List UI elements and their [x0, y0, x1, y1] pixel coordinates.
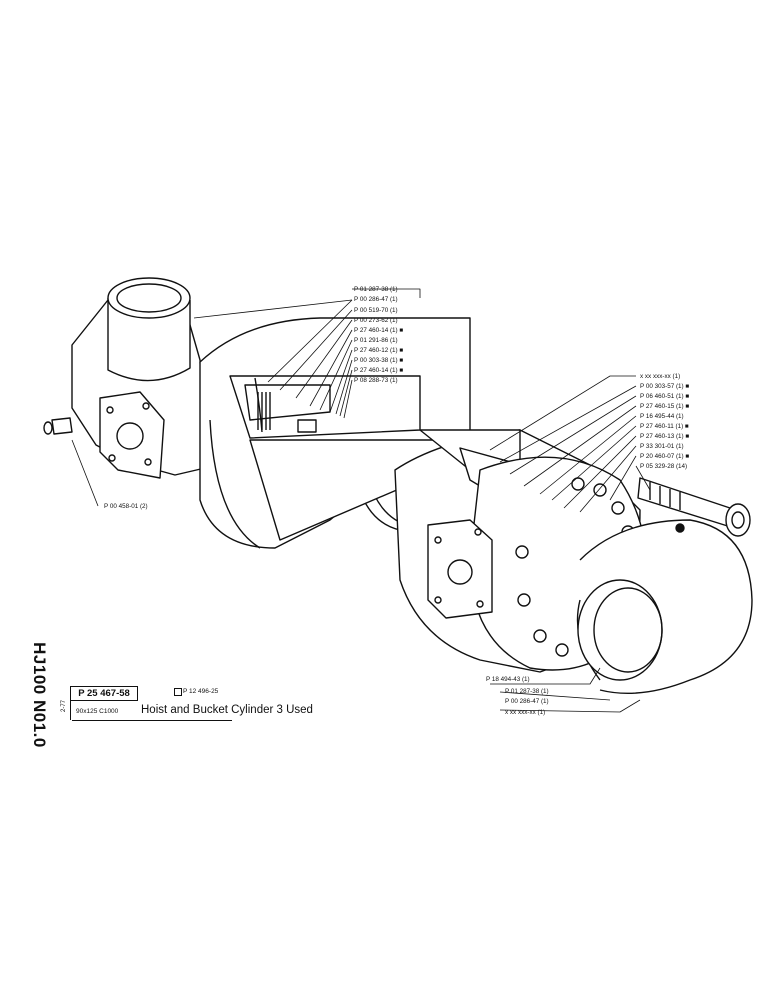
callouts-top: P 01 287-38 (1) P 00 286-47 (1) P 00 519…	[354, 286, 403, 384]
rear-port-tube	[107, 298, 191, 382]
rod-eye-bore	[577, 579, 663, 681]
callout-label: P 01 291-86 (1)	[354, 337, 398, 344]
callout-label: P 00 303-38 (1) ■	[354, 357, 403, 364]
callout-label: P 00 303-57 (1) ■	[640, 383, 689, 390]
callout-label: x xx xxx-xx (1)	[505, 709, 545, 716]
alt-part-number: P 12 496-25	[183, 688, 219, 695]
callout-label: P 33 301-01 (1)	[640, 443, 684, 450]
callout-label: P 16 495-44 (1)	[640, 413, 684, 420]
side-code: HJ100 N01.0	[28, 640, 50, 750]
grease-nipple	[51, 417, 73, 435]
callout-label: P 00 519-70 (1)	[354, 307, 398, 314]
callout-label: P 00 286-47 (1)	[354, 296, 398, 303]
revision: 2-77	[61, 699, 67, 712]
rear-flange	[99, 391, 165, 479]
part-number: P 25 467-58	[70, 686, 138, 701]
callout-label: P 27 460-14 (1) ■	[354, 327, 403, 334]
callout-label: P 05 329-28 (14)	[640, 463, 687, 470]
callout-label: x xx xxx-xx (1)	[640, 373, 680, 380]
title-divider	[70, 686, 71, 720]
side-code-text: HJ100 N01.0	[30, 642, 49, 748]
callout-label: P 06 460-51 (1) ■	[640, 393, 689, 400]
callout-label: P 18 494-43 (1)	[486, 676, 530, 683]
callout-label: P 27 460-12 (1) ■	[354, 347, 403, 354]
callout-label: P 00 286-47 (1)	[505, 698, 549, 705]
top-leaders	[193, 288, 421, 419]
callout-label: P 27 460-14 (1) ■	[354, 367, 403, 374]
spec: 90x125 C1000	[76, 708, 119, 715]
front-flange	[427, 519, 493, 619]
drawing-title: Hoist and Bucket Cylinder 3 Used	[141, 704, 313, 716]
callout-label: P 27 460-13 (1) ■	[640, 433, 689, 440]
callout-label: P 00 273-62 (1)	[354, 317, 398, 324]
callout-label: P 20 460-07 (1) ■	[640, 453, 689, 460]
callout-label: P 27 460-15 (1) ■	[640, 403, 689, 410]
callouts-bottom: P 18 494-43 (1) P 01 287-38 (1) P 00 286…	[486, 676, 549, 716]
rear-port-opening	[107, 277, 191, 319]
callout-label: P 01 287-38 (1)	[505, 688, 549, 695]
callout-label: P 01 287-38 (1)	[354, 286, 398, 293]
right-leaders	[489, 375, 651, 513]
title-underline	[72, 720, 232, 721]
callout-label: P 27 460-11 (1) ■	[640, 423, 689, 430]
callout-label-left: P 00 458-01 (2)	[104, 503, 148, 510]
callout-label: P 08 288-73 (1)	[354, 377, 398, 384]
callouts-right: x xx xxx-xx (1) P 00 303-57 (1) ■ P 06 4…	[640, 373, 689, 470]
square-icon	[174, 688, 182, 696]
